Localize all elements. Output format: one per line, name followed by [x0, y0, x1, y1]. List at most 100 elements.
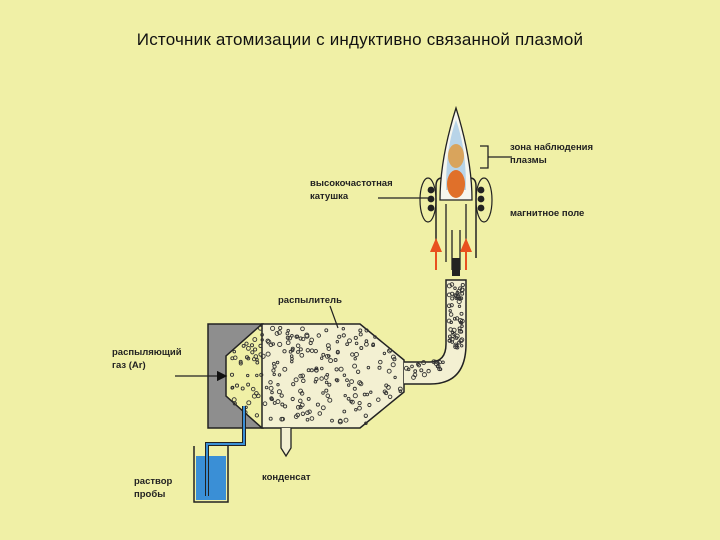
aerosol-droplet-icon	[352, 363, 358, 369]
aerosol-droplet-icon	[341, 333, 346, 338]
aerosol-droplet-icon	[421, 372, 427, 378]
aerosol-droplet-icon	[382, 351, 387, 356]
aerosol-droplet-icon	[246, 373, 250, 378]
aerosol-droplet-icon	[398, 389, 403, 393]
aerosol-droplet-icon	[325, 393, 331, 399]
aerosol-droplet-icon	[327, 382, 332, 387]
aerosol-droplet-icon	[452, 316, 457, 321]
coil-turn-icon	[427, 186, 435, 212]
aerosol-droplet-icon	[449, 303, 454, 308]
nebulizer-block	[207, 323, 264, 429]
aerosol-droplet-icon	[298, 336, 303, 341]
aerosol-droplet-icon	[320, 356, 324, 360]
aerosol-droplet-icon	[253, 347, 258, 352]
aerosol-droplet-icon	[353, 335, 358, 340]
aerosol-droplet-icon	[255, 373, 259, 378]
aerosol-droplet-icon	[285, 335, 290, 340]
aerosol-droplet-icon	[278, 325, 283, 331]
aerosol-droplet-icon	[347, 383, 351, 387]
aerosol-droplet-icon	[363, 413, 368, 418]
aerosol-droplet-icon	[345, 378, 349, 383]
aerosol-droplet-icon	[260, 338, 264, 342]
aerosol-droplet-icon	[397, 386, 403, 392]
aerosol-droplet-icon	[294, 334, 299, 339]
aerosol-droplet-icon	[253, 354, 259, 359]
aerosol-droplet-icon	[298, 398, 303, 404]
aerosol-droplet-icon	[390, 362, 396, 368]
aerosol-droplet-icon	[258, 352, 263, 357]
aerosol-droplet-icon	[232, 349, 237, 354]
aerosol-droplet-icon	[258, 343, 263, 349]
hf-coil-label-2: катушка	[310, 191, 349, 202]
aerosol-droplet-icon	[453, 286, 457, 291]
condensate-label: конденсат	[262, 472, 311, 483]
aerosol-droplet-icon	[289, 354, 294, 358]
aerosol-droplet-icon	[231, 397, 237, 403]
aerosol-droplet-icon	[460, 282, 465, 288]
aerosol-droplet-icon	[277, 373, 282, 377]
aerosol-droplet-icon	[352, 393, 358, 399]
aerosol-droplet-icon	[234, 383, 240, 388]
aerosol-droplet-icon	[335, 350, 340, 355]
aerosol-droplet-icon	[246, 400, 252, 406]
nebulizer-leader	[329, 305, 339, 329]
aerosol-droplet-icon	[455, 343, 459, 348]
gas-flow-arrows	[430, 238, 472, 270]
aerosol-droplet-icon	[268, 385, 274, 391]
aerosol-droplet-icon	[300, 373, 305, 379]
aerosol-droplet-icon	[244, 341, 249, 346]
aerosol-droplet-icon	[300, 326, 305, 332]
aerosol-droplet-icon	[265, 338, 271, 344]
aerosol-droplet-icon	[295, 343, 301, 348]
aerosol-droplet-icon	[343, 393, 347, 398]
aerosol-droplet-icon	[316, 333, 321, 338]
aerosol-droplet-icon	[265, 351, 271, 357]
aerosol-droplet-icon	[319, 376, 324, 381]
aerosol-droplet-icon	[450, 296, 455, 301]
aerosol-droplet-icon	[321, 352, 326, 357]
aerosol-droplet-icon	[271, 368, 276, 373]
aerosol-droplet-icon	[357, 405, 362, 411]
observation-zone-bracket	[480, 145, 512, 169]
aerosol-droplet-icon	[459, 318, 465, 324]
aerosol-droplet-icon	[421, 360, 427, 366]
aerosol-droplet-icon	[262, 401, 268, 406]
aerosol-droplet-icon	[410, 364, 414, 369]
aerosol-droplet-icon	[280, 402, 285, 407]
aerosol-droplet-icon	[290, 334, 294, 338]
aerosol-droplet-icon	[321, 391, 325, 395]
aerosol-droplet-icon	[240, 386, 245, 391]
aerosol-droplet-icon	[327, 354, 331, 358]
aerosol-droplet-icon	[355, 369, 361, 374]
arrow-up-icon	[430, 238, 442, 270]
aerosol-droplet-icon	[454, 316, 460, 321]
aerosol-droplet-icon	[272, 372, 276, 377]
aerosol-droplet-icon	[365, 392, 370, 397]
aerosol-droplet-icon	[411, 375, 416, 380]
aerosol-droplet-icon	[301, 336, 306, 342]
aerosol-droplet-icon	[238, 361, 243, 366]
aerosol-droplet-icon	[277, 330, 282, 335]
sample-solution-label: раствор	[134, 476, 173, 487]
aerosol-droplet-icon	[358, 328, 363, 333]
aerosol-droplet-icon	[387, 394, 393, 400]
aerosol-droplet-icon	[369, 390, 373, 394]
aerosol-droplet-icon	[282, 349, 287, 354]
torch-inner-tubes	[445, 204, 467, 276]
aerosol-droplet-icon	[325, 354, 330, 359]
aerosol-droplet-icon	[448, 312, 454, 317]
aerosol-droplet-icon	[279, 393, 284, 398]
nebulizer-label: распылитель	[278, 295, 342, 306]
aerosol-droplet-icon	[298, 388, 304, 394]
aerosol-droplet-icon	[364, 341, 369, 347]
aerosol-droplet-icon	[347, 338, 352, 344]
spray-gas-label-2: газ (Ar)	[112, 360, 146, 371]
aerosol-droplet-icon	[353, 352, 359, 357]
aerosol-droplet-icon	[246, 356, 251, 361]
aerosol-droplet-icon	[275, 399, 281, 405]
aerosol-droplet-icon	[282, 366, 288, 372]
aerosol-droplet-icon	[255, 360, 260, 365]
aerosol-droplet-icon	[367, 402, 372, 408]
aerosol-droplet-icon	[335, 378, 340, 383]
aerosol-droplet-icon	[275, 360, 280, 365]
